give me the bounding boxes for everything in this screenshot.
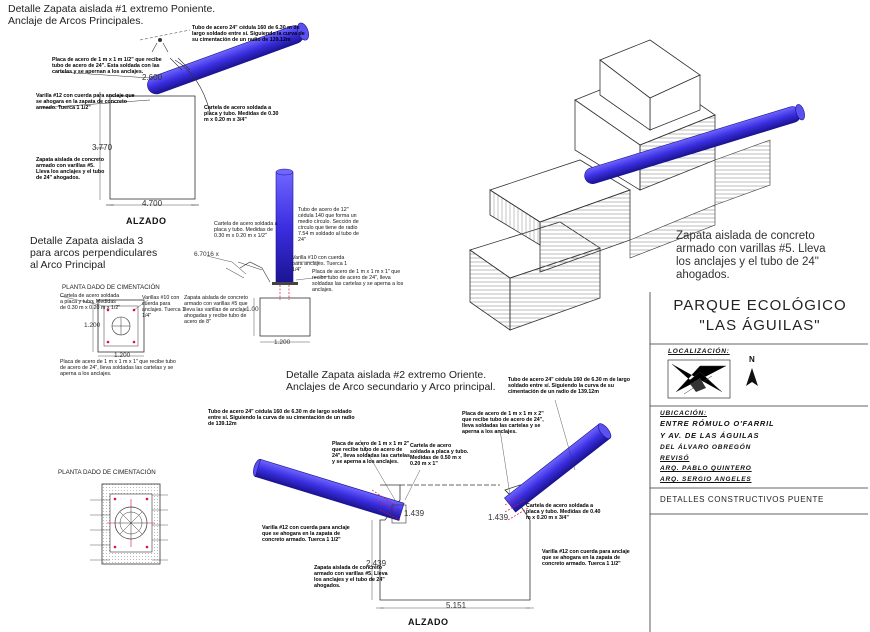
detail1-dim-b: 3.770 (92, 143, 113, 152)
address-line2: Y AV. DE LAS ÁGUILAS (660, 431, 760, 440)
detail1-note-footing: Zapata aislada de concreto armado con va… (36, 157, 105, 181)
detail2-dim-b: 1.439 (488, 513, 509, 522)
detail2-label: ALZADO (408, 617, 449, 627)
detail1-elevation (39, 22, 309, 206)
iso-caption: Zapata aislada de concreto armado con va… (676, 230, 826, 281)
detail1-note-cartela: Cartela de acero soldada a placa y tubo.… (204, 105, 279, 123)
detail2-note-plate-l: Placa de acero de 1 m x 1 m 2" que recib… (332, 441, 410, 465)
detail3-elev-note-footing: Zapata aislada de concreto armado con va… (184, 295, 248, 325)
detail3-dim-a: 1.200 (84, 322, 101, 329)
detail3-dim-c: 6.7016 x (194, 251, 219, 258)
architect-2: ARQ. SERGIO ANGELES (660, 476, 752, 483)
detail3-note-plate: Placa de acero de 1 m x 1 m x 1" que rec… (60, 359, 176, 377)
plan2-drawing (90, 483, 168, 565)
detail1-label: ALZADO (126, 216, 167, 226)
detail1-dim-a: 2.600 (142, 73, 163, 82)
detail1-dim-c: 4.700 (142, 199, 163, 208)
project-title-line2: "LAS ÁGUILAS" (699, 317, 821, 334)
title-block (649, 292, 868, 632)
detail3-dim-e: 1.200 (274, 339, 291, 346)
detail3-elev-note-cartela: Cartela de acero soldada a placa y tubo.… (214, 221, 278, 239)
detail2-title: Detalle Zapata aislada #2 extremo Orient… (286, 369, 496, 393)
tube-2-left (253, 459, 405, 521)
detail3-elev-note-rebar: Varilla #10 con cuerda para anclajes. Tu… (292, 255, 348, 273)
detail3-title: Detalle Zapata aislada 3 para arcos perp… (30, 235, 158, 271)
north-label: N (749, 355, 755, 364)
detail3-elev-note-tube: Tubo de acero de 12" cédula 140 que form… (298, 207, 359, 243)
detail2-note-rebar-l: Varilla #12 con cuerda para anclaje que … (262, 525, 350, 543)
detail2-note-cartela-l: Cartela de acero soldada a placa y tubo.… (410, 443, 469, 467)
sheet-title: DETALLES CONSTRUCTIVOS PUENTE (660, 495, 824, 504)
iso-tube (584, 104, 805, 184)
detail2-note-cartela-r: Cartela de acero soldada a placa y tubo.… (526, 503, 601, 521)
detail2-dim-a: 1.439 (404, 509, 425, 518)
address-line3: DEL ÁLVARO OBREGÓN (660, 444, 752, 451)
project-title-line1: PARQUE ECOLÓGICO (673, 297, 847, 314)
reviso-label: REVISÓ (660, 455, 690, 462)
address-line1: ENTRE RÓMULO O'FARRIL (660, 419, 775, 428)
detail3-elev-note-plate: Placa de acero de 1 m x 1 m x 1" que rec… (312, 269, 404, 293)
detail3-plan (59, 295, 149, 357)
tube-2-right (504, 423, 612, 513)
detail1-title: Detalle Zapata aislada #1 extremo Ponien… (8, 3, 216, 27)
detail2-note-tube-right: Tubo de acero 24" cédula 160 de 6.30 m d… (508, 377, 630, 395)
tube-1 (147, 22, 309, 95)
detail3-elevation (206, 168, 331, 343)
ubicacion-label: UBICACIÓN: (660, 410, 707, 417)
detail3-plan-label: PLANTA DADO DE CIMENTACIÓN (62, 284, 160, 291)
detail2-elevation (253, 399, 612, 609)
location-label: LOCALIZACIÓN: (668, 348, 730, 355)
detail2-dim-c: 2.439 (366, 559, 387, 568)
detail1-note-tube: Tubo de acero 24" cédula 160 de 6.30 m d… (192, 25, 305, 43)
detail3-note-rebar: Varillas #10 con cuerda para anclajes. T… (142, 295, 185, 319)
detail2-note-tube-left: Tubo de acero 24" cédula 160 de 6.30 m d… (208, 409, 355, 427)
detail2-note-footing: Zapata aislada de concreto armado con va… (314, 565, 388, 589)
detail1-note-plate: Placa de acero de 1 m x 1 m 1/2" que rec… (52, 57, 162, 75)
architect-1: ARQ. PABLO QUINTERO (660, 465, 752, 472)
detail3-dim-b: 1.200 (114, 352, 131, 359)
detail1-note-rebar: Varilla #12 con cuerda para anclaje que … (36, 93, 135, 111)
isometric-view (469, 39, 805, 331)
footing-outline (109, 95, 196, 200)
detail3-dim-d: 1.00 (246, 306, 259, 313)
detail2-dim-d: 5.151 (446, 601, 467, 610)
detail2-note-rebar-r: Varilla #12 con cuerda para anclaje que … (542, 549, 630, 567)
detail2-note-plate-r: Placa de acero de 1 m x 1 m x 2" que rec… (462, 411, 544, 435)
detail3-note-cartela: Cartela de acero soldada a placa y tubo.… (60, 293, 121, 311)
plan2-label: PLANTA DADO DE CIMENTACIÓN (58, 469, 156, 476)
